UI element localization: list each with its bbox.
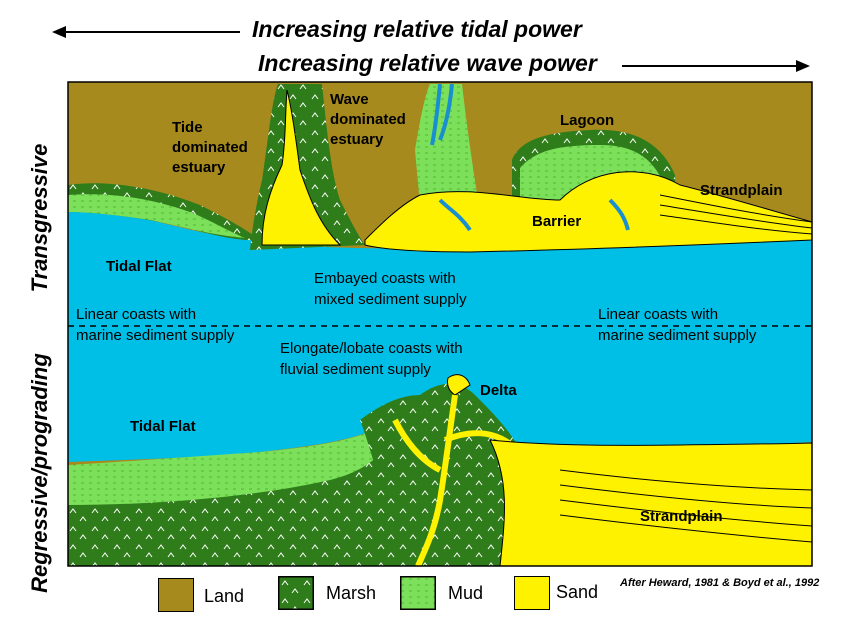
barrier-channel-left (438, 198, 472, 232)
tidal-power-heading: Increasing relative tidal power (252, 16, 582, 42)
legend-land-label: Land (204, 586, 245, 606)
wave-power-heading: Increasing relative wave power (258, 50, 597, 76)
tide-estuary-sand (261, 89, 342, 246)
wave-arrowhead (796, 60, 810, 72)
legend-mud-swatch (400, 576, 436, 610)
tidal-flat-top-label: Tidal Flat (106, 258, 172, 275)
wave-estuary-channel (430, 83, 454, 146)
water-area (68, 205, 812, 462)
legend-marsh-label: Marsh (326, 583, 377, 603)
legend-land-swatch (158, 578, 194, 612)
legend-sand-label: Sand (556, 582, 599, 602)
strandplain-top-label: Strandplain (700, 182, 783, 199)
legend-sand-swatch (514, 576, 550, 610)
bottom-strandplain-lines (559, 469, 812, 543)
top-left-mud (68, 194, 245, 238)
tidal-flat-bottom-label: Tidal Flat (130, 418, 196, 435)
panel-border (67, 81, 813, 567)
barrier-channel-right (608, 198, 630, 231)
legend-mud-label: Mud (448, 583, 484, 603)
strandplain-lines (659, 194, 812, 235)
barrier-label: Barrier (532, 213, 582, 230)
delta-label: Delta (480, 382, 517, 399)
strandplain-bottom-label: Strandplain (640, 508, 723, 525)
wave-estuary-mud (415, 84, 478, 205)
tidal-arrowhead (52, 26, 66, 38)
lagoon-label: Lagoon (560, 112, 615, 129)
legend-marsh-swatch (278, 576, 314, 610)
bottom-left-marsh (68, 420, 400, 566)
credit-text: After Heward, 1981 & Boyd et al., 1992 (620, 577, 820, 589)
delta-sand (447, 374, 471, 396)
barrier-sand (364, 171, 812, 253)
bottom-strandplain (489, 439, 812, 566)
